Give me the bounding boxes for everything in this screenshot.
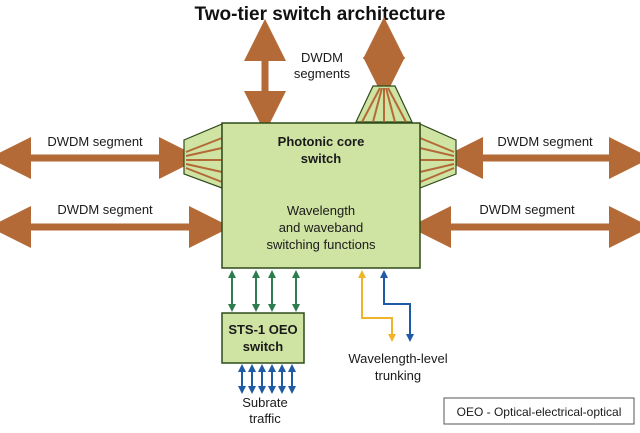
subrate-line-1: Subrate	[242, 395, 288, 410]
left-top-segment-label: DWDM segment	[47, 134, 143, 149]
core-function-line-3: switching functions	[266, 237, 376, 252]
core-name-line-2: switch	[301, 151, 342, 166]
dwdm-arrows	[0, 16, 640, 248]
top-segments-line-2: segments	[294, 66, 351, 81]
sts1-oeo-switch: STS-1 OEO switch	[221, 312, 305, 364]
diagram-title: Two-tier switch architecture	[195, 4, 446, 25]
subrate-line-2: traffic	[249, 411, 281, 426]
oeo-name-line-1: STS-1 OEO	[228, 322, 297, 337]
legend-text: OEO - Optical-electrical-optical	[457, 405, 622, 419]
right-top-segment-label: DWDM segment	[497, 134, 593, 149]
trunking-line-2: trunking	[375, 368, 421, 383]
green-connector-arrows	[228, 270, 300, 312]
subrate-arrows	[238, 364, 296, 394]
top-segments-line-1: DWDM	[301, 50, 343, 65]
core-function-line-2: and waveband	[279, 220, 364, 235]
right-bottom-segment-label: DWDM segment	[479, 202, 575, 217]
trunking-line-1: Wavelength-level	[348, 351, 447, 366]
core-function-line-1: Wavelength	[287, 203, 355, 218]
left-bottom-segment-label: DWDM segment	[57, 202, 153, 217]
oeo-name-line-2: switch	[243, 339, 284, 354]
photonic-core-switch: Photonic core switch Wavelength and wave…	[221, 122, 421, 269]
core-name-line-1: Photonic core	[278, 134, 365, 149]
legend: OEO - Optical-electrical-optical	[443, 397, 635, 425]
mux-demux-icon	[183, 85, 457, 189]
trunking-arrows	[358, 270, 414, 342]
